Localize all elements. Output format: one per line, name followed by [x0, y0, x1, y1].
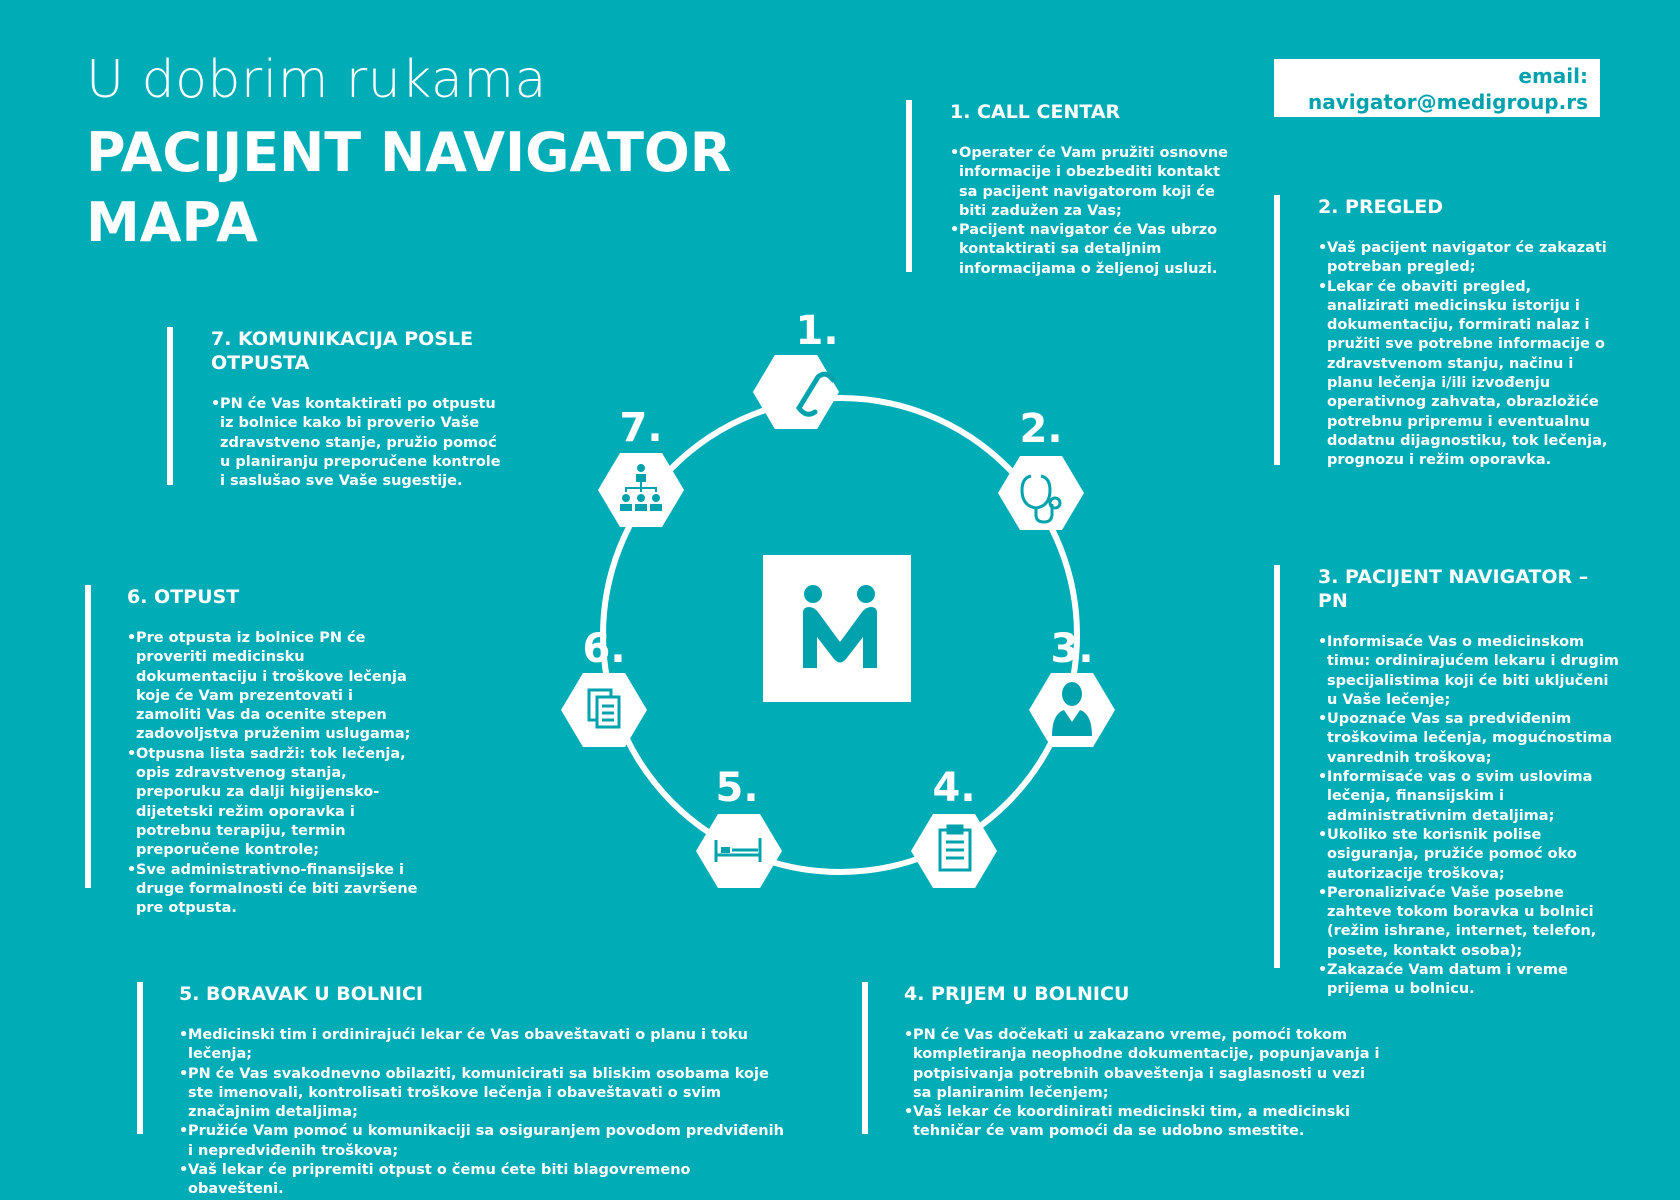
- list-item: Pacijent navigator će Vas ubrzo kontakti…: [950, 221, 1236, 279]
- clipboard-icon: [938, 824, 972, 872]
- step-2-number: 2.: [1019, 406, 1062, 452]
- step-7-number: 7.: [619, 405, 662, 451]
- section-komunikacija-posle-otpusta: 7. KOMUNIKACIJA POSLE OTPUSTA PN će Vas …: [167, 327, 507, 489]
- step-4-hexagon: [911, 814, 997, 888]
- list-item: Medicinski tim i ordinirajući lekar će V…: [179, 1026, 787, 1065]
- cycle-ring: [600, 395, 1080, 875]
- medigroup-logo: [763, 555, 911, 702]
- page-title-line-2: MAPA: [86, 191, 258, 254]
- section-list: Vaš pacijent navigator će zakazati potre…: [1318, 239, 1614, 471]
- step-3-hexagon: [1029, 673, 1115, 747]
- section-title: 1. CALL CENTAR: [950, 101, 1121, 123]
- documents-icon: [587, 688, 621, 729]
- list-item: Sve administrativno-finansijske i druge …: [127, 861, 421, 919]
- step-3-number: 3.: [1050, 626, 1093, 672]
- section-title: 7. KOMUNIKACIJA POSLE OTPUSTA: [211, 328, 474, 374]
- section-title: 4. PRIJEM U BOLNICU: [904, 983, 1130, 1005]
- list-item: Lekar će obaviti pregled, analizirati me…: [1318, 278, 1614, 471]
- section-list: Informisaće Vas o medicinskom timu: ordi…: [1318, 633, 1620, 1000]
- section-list: PN će Vas kontaktirati po otpustu iz bol…: [211, 395, 507, 491]
- email-box: email: navigator@medigroup.rs: [1274, 59, 1600, 117]
- page-title-line-1: PACIJENT NAVIGATOR: [86, 121, 732, 184]
- section-list: Medicinski tim i ordinirajući lekar će V…: [179, 1026, 787, 1200]
- step-1-hexagon: [753, 355, 839, 429]
- list-item: Informisaće Vas o medicinskom timu: ordi…: [1318, 633, 1620, 710]
- section-title: 2. PREGLED: [1318, 196, 1444, 218]
- section-pregled: 2. PREGLED Vaš pacijent navigator će zak…: [1274, 195, 1614, 468]
- step-6-number: 6.: [582, 626, 625, 672]
- step-4-number: 4.: [932, 765, 975, 811]
- hospital-bed-icon: [714, 838, 762, 862]
- email-label: email:: [1518, 64, 1588, 88]
- section-list: Operater će Vam pružiti osnovne informac…: [950, 144, 1236, 279]
- step-2-hexagon: [998, 456, 1084, 530]
- list-item: Operater će Vam pružiti osnovne informac…: [950, 144, 1236, 221]
- team-hierarchy-icon: [620, 464, 662, 511]
- section-title: 3. PACIJENT NAVIGATOR – PN: [1318, 566, 1589, 612]
- list-item: Peronalizivaće Vaše posebne zahteve toko…: [1318, 884, 1620, 961]
- doctor-icon: [1052, 682, 1092, 736]
- list-item: Otpusna lista sadrži: tok lečenja, opis …: [127, 745, 421, 861]
- step-5-hexagon: [696, 814, 782, 888]
- section-prijem-u-bolnicu: 4. PRIJEM U BOLNICU PN će Vas dočekati u…: [862, 982, 1382, 1139]
- phone-icon: [796, 371, 836, 417]
- section-call-centar: 1. CALL CENTAR Operater će Vam pružiti o…: [906, 100, 1236, 277]
- section-list: PN će Vas dočekati u zakazano vreme, pom…: [904, 1026, 1382, 1142]
- email-link[interactable]: navigator@medigroup.rs: [1307, 90, 1588, 114]
- list-item: Vaš pacijent navigator će zakazati potre…: [1318, 239, 1614, 278]
- section-otpust: 6. OTPUST Pre otpusta iz bolnice PN će p…: [85, 585, 421, 916]
- page-subtitle: U dobrim rukama: [86, 50, 547, 110]
- list-item: PN će Vas kontaktirati po otpustu iz bol…: [211, 395, 507, 491]
- list-item: Informisaće vas o svim uslovima lečenja,…: [1318, 768, 1620, 826]
- list-item: PN će Vas dočekati u zakazano vreme, pom…: [904, 1026, 1382, 1103]
- list-item: Pre otpusta iz bolnice PN će proveriti m…: [127, 629, 421, 745]
- section-pacijent-navigator: 3. PACIJENT NAVIGATOR – PN Informisaće V…: [1274, 565, 1620, 997]
- list-item: Zakazaće Vam datum i vreme prijema u bol…: [1318, 961, 1620, 1000]
- list-item: Vaš lekar će koordinirati medicinski tim…: [904, 1103, 1382, 1142]
- page-title: PACIJENT NAVIGATOR MAPA: [86, 118, 731, 258]
- step-7-hexagon: [598, 453, 684, 527]
- section-list: Pre otpusta iz bolnice PN će proveriti m…: [127, 629, 421, 918]
- section-title: 5. BORAVAK U BOLNICI: [179, 983, 423, 1005]
- list-item: PN će Vas svakodnevno obilaziti, komunic…: [179, 1065, 787, 1123]
- list-item: Ukoliko ste korisnik polise osiguranja, …: [1318, 826, 1620, 884]
- step-5-number: 5.: [715, 765, 758, 811]
- section-title: 6. OTPUST: [127, 586, 240, 608]
- step-6-hexagon: [561, 673, 647, 747]
- section-boravak-u-bolnici: 5. BORAVAK U BOLNICI Medicinski tim i or…: [137, 982, 787, 1197]
- list-item: Upoznaće Vas sa predviđenim troškovima l…: [1318, 710, 1620, 768]
- list-item: Vaš lekar će pripremiti otpust o čemu će…: [179, 1161, 787, 1200]
- step-1-number: 1.: [795, 308, 838, 354]
- list-item: Pružiće Vam pomoć u komunikaciji sa osig…: [179, 1122, 787, 1161]
- stethoscope-icon: [1020, 474, 1062, 524]
